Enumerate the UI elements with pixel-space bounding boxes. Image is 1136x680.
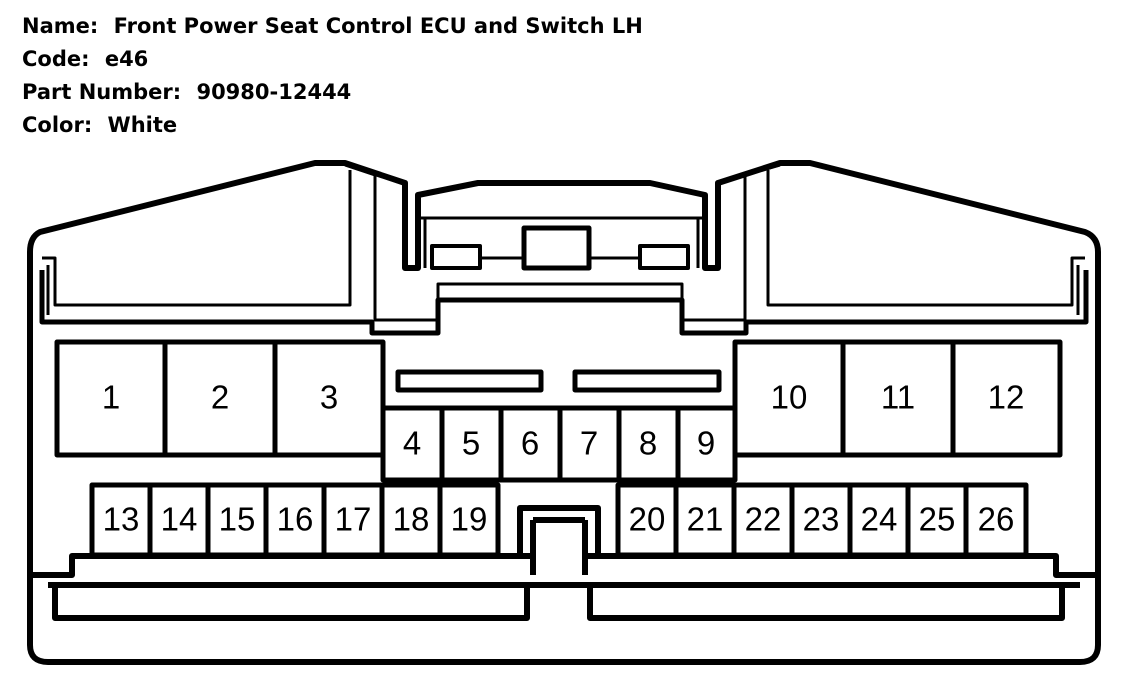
name-label: Name: <box>22 14 99 38</box>
pin-15-number: 15 <box>219 501 256 538</box>
pin-8-number: 8 <box>639 425 657 462</box>
pin-7-number: 7 <box>580 425 598 462</box>
pin-20-number: 20 <box>629 501 666 538</box>
pin-12-cavity <box>950 339 1063 458</box>
housing-outline <box>27 160 1101 665</box>
bottom-rail <box>30 553 1098 621</box>
bottom-notch <box>517 505 601 575</box>
pin-18-number: 18 <box>393 501 430 538</box>
pin-19-number: 19 <box>451 501 488 538</box>
name-row: Name: Front Power Seat Control ECU and S… <box>22 10 643 43</box>
latch-center <box>521 225 592 271</box>
key-slot-left <box>395 369 544 393</box>
pin-22-number: 22 <box>745 501 782 538</box>
part-number-row: Part Number: 90980-12444 <box>22 76 643 109</box>
connector-code: e46 <box>104 47 149 71</box>
pin-17-number: 17 <box>335 501 372 538</box>
code-label: Code: <box>22 47 90 71</box>
latch-right <box>638 244 690 270</box>
pin-21-number: 21 <box>687 501 724 538</box>
inner-shell-right <box>682 163 1085 322</box>
pin-9-cavity <box>675 405 738 483</box>
inner-shell-left <box>42 163 684 322</box>
key-slot-right <box>572 369 722 393</box>
pin-23-number: 23 <box>803 501 840 538</box>
pin-12-number: 12 <box>988 379 1025 416</box>
connector-name: Front Power Seat Control ECU and Switch … <box>113 14 643 38</box>
pin-9-number: 9 <box>697 425 715 462</box>
pin-2-number: 2 <box>211 379 229 416</box>
pin-26-number: 26 <box>978 501 1015 538</box>
pin-24-number: 24 <box>861 501 898 538</box>
pin-25-number: 25 <box>919 501 956 538</box>
pin-3-number: 3 <box>320 379 338 416</box>
latch-frame <box>418 216 705 268</box>
pin-13-number: 13 <box>103 501 140 538</box>
pin-3-cavity <box>272 339 386 458</box>
pin-10-number: 10 <box>771 379 808 416</box>
color-row: Color: White <box>22 109 178 142</box>
latch-left <box>430 244 482 270</box>
pin-6-number: 6 <box>521 425 539 462</box>
code-row: Code: e46 <box>22 43 643 76</box>
pin-19-cavity <box>437 482 501 558</box>
part-number-label: Part Number: <box>22 80 182 104</box>
inner-cavity <box>39 270 1089 336</box>
part-number: 90980-12444 <box>196 80 352 104</box>
pin-14-number: 14 <box>161 501 198 538</box>
pin-5-number: 5 <box>462 425 480 462</box>
connector-info: Name: Front Power Seat Control ECU and S… <box>22 10 643 142</box>
connector-color: White <box>107 113 178 137</box>
color-label: Color: <box>22 113 93 137</box>
pin-4-number: 4 <box>403 425 421 462</box>
pin-1-number: 1 <box>102 379 120 416</box>
pin-11-number: 11 <box>881 379 915 416</box>
pin-16-number: 16 <box>277 501 314 538</box>
pin-26-cavity <box>963 482 1029 558</box>
